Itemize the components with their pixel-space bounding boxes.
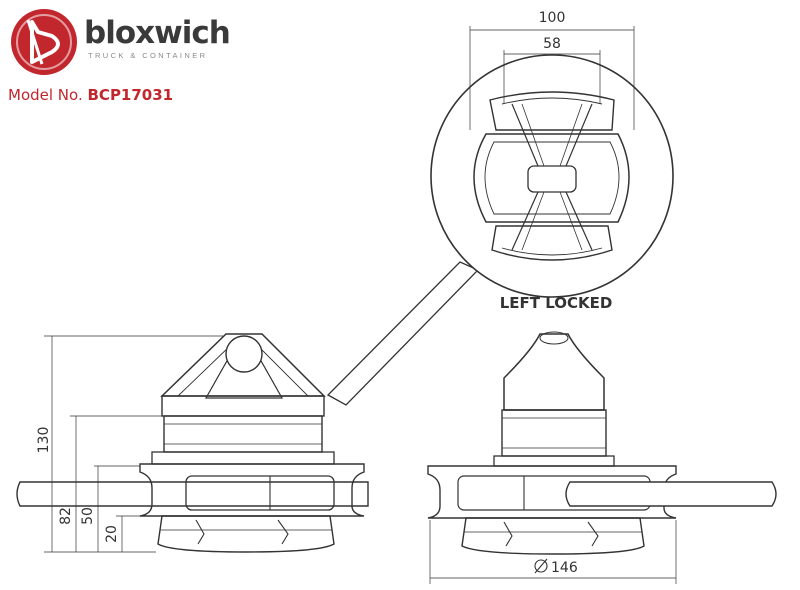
- brand-name: bloxwich: [84, 15, 231, 51]
- front-view: 130 82 50 20: [16, 333, 369, 553]
- model-prefix: Model No.: [8, 86, 83, 104]
- model-number: Model No. BCP17031: [8, 86, 173, 104]
- detail-leader-bar: [326, 261, 480, 406]
- dim-100-label: 100: [539, 10, 566, 26]
- diameter-icon: [534, 558, 548, 574]
- dim-58-label: 58: [543, 36, 561, 52]
- dim-50-label: 50: [80, 507, 96, 525]
- detail-view: 100 58 LEFT LOCKED: [326, 10, 674, 406]
- dim-146-label: 146: [551, 560, 578, 576]
- dim-82-label: 82: [58, 507, 74, 525]
- brand-tagline: TRUCK & CONTAINER: [88, 51, 208, 60]
- side-view: 146: [427, 331, 777, 584]
- detail-view-label: LEFT LOCKED: [500, 294, 613, 312]
- model-code: BCP17031: [87, 86, 174, 104]
- dim-20-label: 20: [104, 525, 120, 543]
- dim-130-label: 130: [36, 427, 52, 454]
- bloxwich-logo-icon: [11, 9, 77, 75]
